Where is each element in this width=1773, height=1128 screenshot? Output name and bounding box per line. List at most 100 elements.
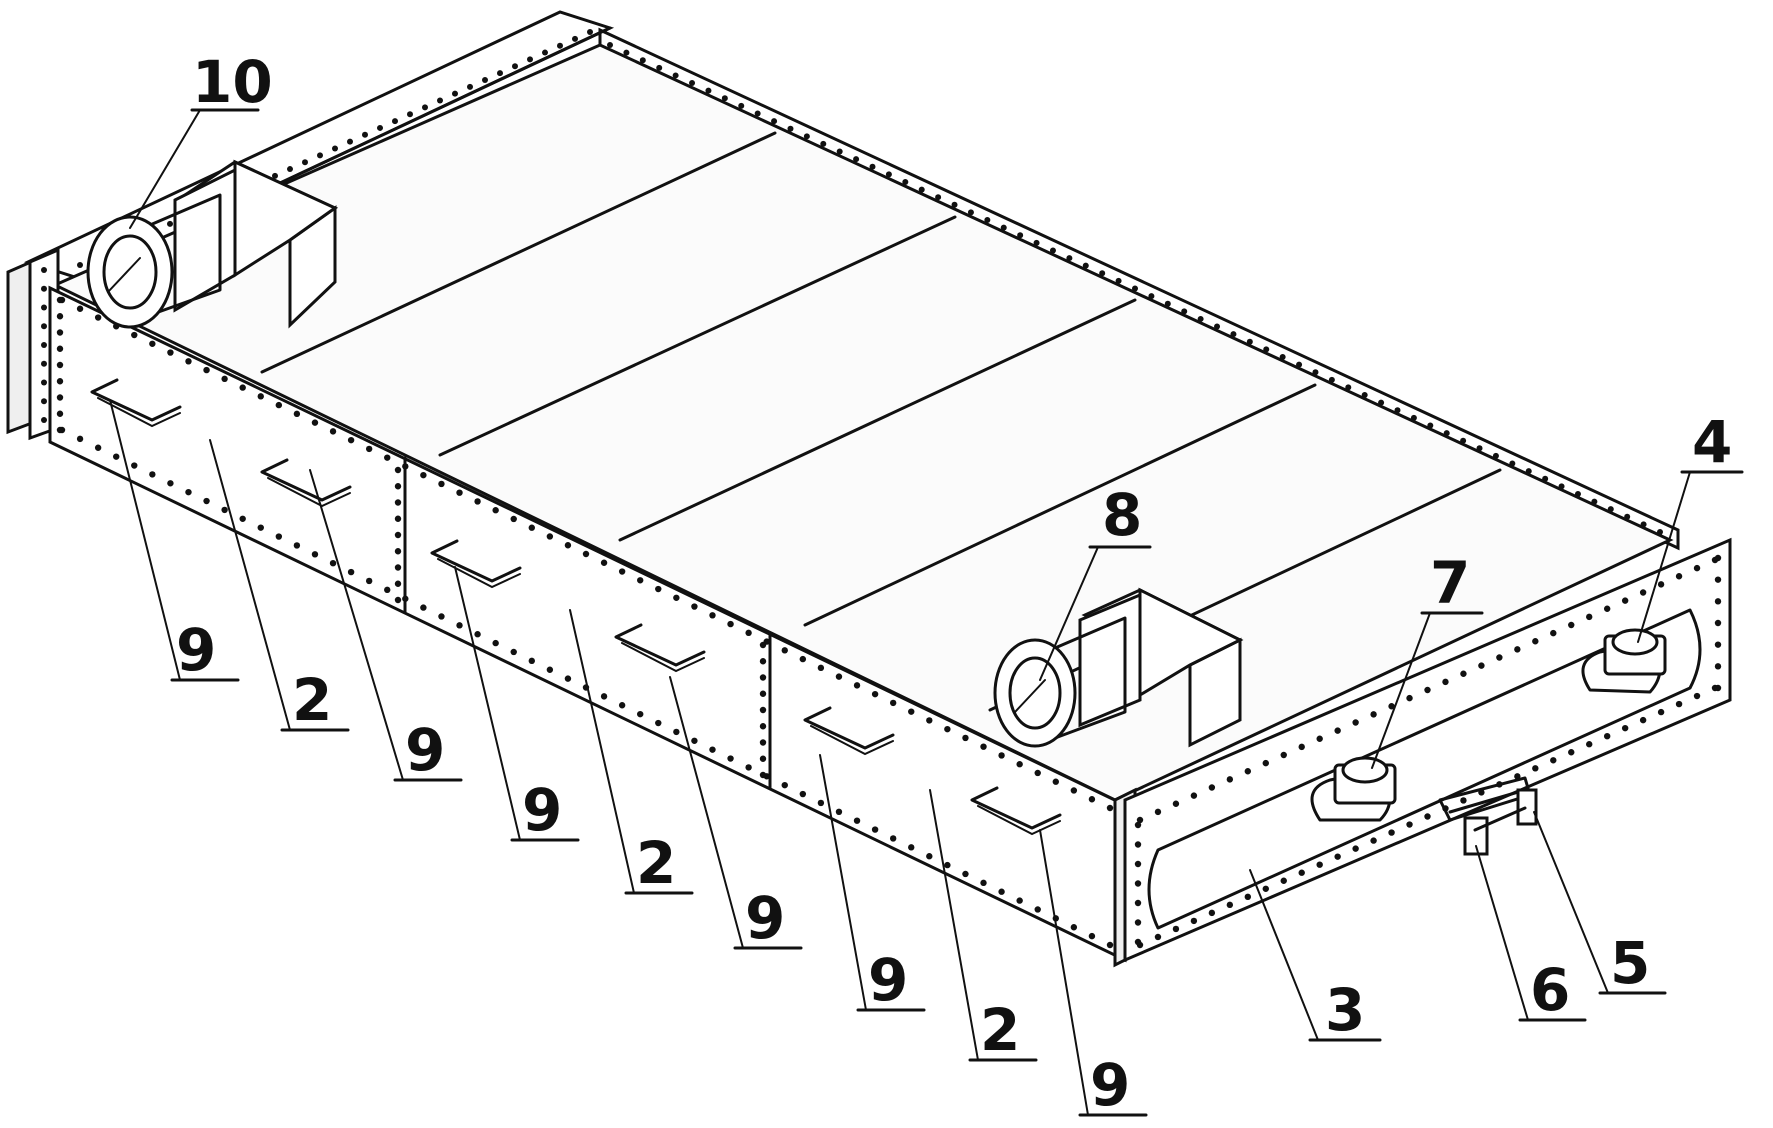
leader-line (1475, 845, 1529, 1021)
rivet-hole (56, 361, 64, 369)
rivet-hole (759, 641, 767, 649)
rivet-hole (639, 57, 646, 64)
rivet-hole (1115, 277, 1122, 284)
rivet-hole (56, 394, 64, 401)
rivet-hole (1586, 741, 1593, 748)
rivet-hole (420, 604, 427, 611)
flange-pipe-assembly-8 (993, 587, 1244, 748)
rivet-hole (1424, 686, 1431, 694)
rivet-hole (392, 118, 398, 125)
rivet-hole (1370, 837, 1377, 844)
rivet-hole (1106, 941, 1114, 949)
rivet-hole (365, 445, 373, 453)
rivet-hole (871, 826, 879, 833)
rivet-hole (1714, 619, 1722, 627)
rivet-hole (394, 596, 402, 604)
rivet-hole (926, 717, 933, 724)
rivet-hole (1134, 899, 1142, 907)
rivet-hole (420, 471, 427, 479)
rivet-hole (1657, 581, 1665, 588)
rivet-hole (41, 285, 47, 292)
rivet-hole (1714, 554, 1722, 562)
rivet-hole (456, 622, 463, 629)
rivet-hole (456, 489, 463, 496)
front-side-wall (48, 285, 1127, 963)
rivet-hole (918, 186, 925, 193)
rivet-hole (771, 118, 778, 125)
leader-line (454, 566, 521, 841)
rivet-hole (1460, 797, 1467, 804)
rivet-hole (980, 743, 987, 750)
rivet-hole (302, 159, 308, 166)
rivet-hole (94, 314, 102, 321)
rivet-hole (600, 693, 608, 700)
rivet-hole (1226, 776, 1234, 783)
rivet-hole (926, 853, 933, 860)
rivet-hole (407, 111, 413, 118)
rivet-hole (384, 586, 391, 594)
pipe-stub-5-6 (1438, 776, 1538, 856)
rivet-hole (41, 379, 47, 386)
leader-line (1371, 612, 1431, 769)
rivet-hole (41, 398, 47, 405)
rivet-hole (564, 542, 572, 549)
rivet-hole (1496, 654, 1503, 661)
rivet-hole (239, 515, 246, 522)
rivet-hole (394, 466, 402, 474)
rivet-hole (672, 72, 679, 79)
rivet-hole (944, 725, 951, 733)
rivet-hole (1657, 708, 1665, 716)
rivet-hole (1197, 315, 1204, 322)
rivet-hole (1034, 906, 1041, 913)
callout-2b: 2 (636, 829, 676, 897)
rivet-hole (311, 551, 319, 558)
callout-9a: 9 (176, 616, 216, 684)
rivet-hole (394, 515, 402, 522)
rivet-hole (527, 56, 533, 63)
rivet-hole (41, 360, 47, 367)
rivet-hole (759, 690, 767, 697)
rivet-hole (56, 410, 64, 417)
rivet-hole (656, 64, 663, 71)
rivet-hole (705, 87, 712, 94)
rivet-hole (1406, 694, 1413, 702)
rivet-hole (691, 603, 698, 610)
rivet-hole (317, 152, 323, 159)
rivet-hole (745, 764, 752, 771)
rivet-hole (1190, 792, 1198, 799)
rivet-hole (951, 201, 958, 208)
rivet-hole (1017, 232, 1024, 239)
rivet-hole (1714, 576, 1722, 583)
rivet-hole (394, 483, 402, 490)
rivet-hole (1532, 638, 1539, 645)
rivet-hole (759, 658, 767, 665)
rivet-hole (257, 393, 264, 400)
fitting-4 (1581, 628, 1667, 694)
rivet-hole (787, 125, 794, 132)
rivet-hole (618, 702, 626, 709)
rivet-hole (1082, 262, 1089, 269)
rivet-hole (56, 296, 64, 304)
rivet-hole (1370, 711, 1377, 718)
rivet-hole (329, 559, 337, 567)
rivet-hole (1424, 813, 1431, 820)
rivet-hole (257, 524, 264, 531)
rivet-hole (1714, 598, 1722, 605)
leader-line (1249, 869, 1319, 1041)
callout-9b: 9 (405, 716, 445, 784)
callout-9e: 9 (868, 946, 908, 1014)
rivet-hole (908, 708, 915, 715)
rivet-hole (1334, 853, 1341, 860)
flange-ring (86, 215, 174, 329)
rivet-hole (1244, 768, 1252, 775)
rivet-hole (1586, 613, 1593, 621)
rivet-hole (1208, 909, 1216, 917)
rivet-hole (365, 577, 373, 585)
rivet-hole (835, 808, 843, 816)
rivet-hole (497, 70, 503, 77)
rivet-hole (293, 542, 301, 549)
rivet-hole (1514, 773, 1521, 780)
rivet-hole (1280, 751, 1287, 759)
rivet-hole (902, 178, 909, 185)
